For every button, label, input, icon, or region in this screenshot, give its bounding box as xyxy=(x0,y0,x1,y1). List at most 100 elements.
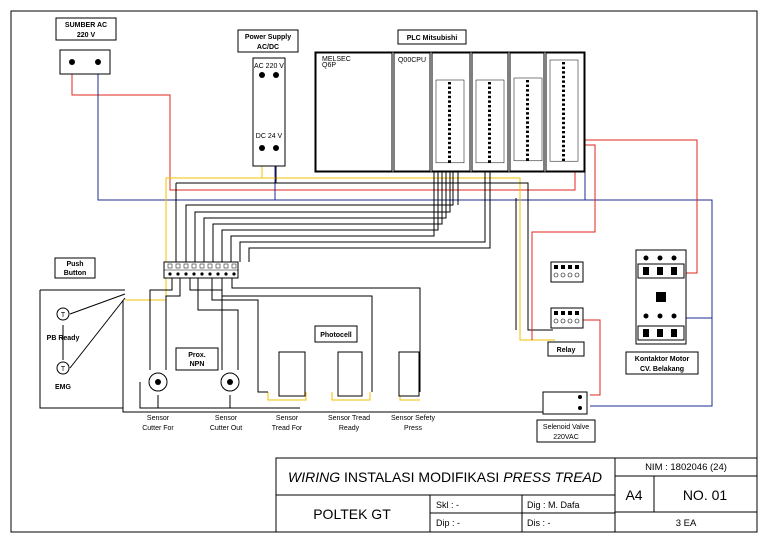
plc-terminal-pin xyxy=(526,93,529,97)
title-italic-2: PRESS TREAD xyxy=(503,469,602,485)
ps-ac-pin-1 xyxy=(259,72,265,78)
plc-terminal-pin xyxy=(562,85,565,88)
prox-sensor-cutter-out-core xyxy=(227,379,233,385)
kontaktor-bottom-pin xyxy=(657,329,663,337)
plc-terminal-pin xyxy=(488,82,491,85)
emg-button[interactable] xyxy=(56,361,70,375)
plc-terminal-pin xyxy=(526,149,529,152)
wire-plc-in-3 xyxy=(203,128,447,262)
sensor-safety-label-2: Press xyxy=(404,425,422,432)
plc-terminal-pin xyxy=(488,91,491,94)
relay-screw xyxy=(553,318,559,324)
plc-terminal-pin xyxy=(488,151,491,154)
kontaktor-top-pin xyxy=(671,267,677,275)
plc-io-terminals xyxy=(435,59,579,164)
plc-terminal-pin xyxy=(448,100,451,103)
sumber-ac-label-box xyxy=(55,17,117,41)
plc-terminal-pin xyxy=(448,141,451,145)
sumber-ac-pin-l xyxy=(69,59,75,65)
kontaktor-bottom-pin xyxy=(671,329,677,337)
selenoid-pin-1 xyxy=(578,395,582,399)
push-button-label: Push xyxy=(66,261,83,268)
sensor-cutter-out-label-2: Cutter Out xyxy=(210,425,242,432)
relay-screw xyxy=(560,272,566,278)
plc-terminal-pin xyxy=(488,118,491,122)
selenoid-label: Selenoid Valve xyxy=(543,424,589,431)
plc-terminal-pin xyxy=(562,112,565,115)
plc-terminal-pin xyxy=(448,132,451,135)
relay-screw xyxy=(560,318,566,324)
plc-terminal-pin xyxy=(526,130,529,133)
wire-plc-in-6 xyxy=(230,140,435,262)
relay-pin xyxy=(575,265,579,269)
plc-terminal-pin xyxy=(562,66,565,69)
kontaktor-bottom-pin xyxy=(643,329,649,337)
terminal-pin xyxy=(183,263,189,269)
plc-terminal-pin xyxy=(448,82,451,85)
plc-terminal-pin xyxy=(526,135,529,138)
relay-pin xyxy=(575,311,579,315)
plc-terminal-pin xyxy=(526,153,529,156)
wire-plc-in-5 xyxy=(221,136,439,262)
kontaktor: Kontaktor Motor CV. Belakang xyxy=(625,249,699,375)
plc-terminal-pin xyxy=(448,91,451,94)
ps-dc-label: DC 24 V xyxy=(256,133,283,140)
terminal-pin xyxy=(175,263,181,269)
kontaktor-pins xyxy=(643,255,677,337)
kontaktor-bottom-screw xyxy=(671,313,677,319)
power-supply-label: Power Supply xyxy=(245,34,291,41)
wire-tb-cutter-for xyxy=(149,278,173,370)
plc-terminal-strip xyxy=(475,79,505,164)
ps-dc-pin-1 xyxy=(259,145,265,151)
wire-pb-ready-2 xyxy=(69,293,126,315)
photocell-safety xyxy=(398,351,420,397)
plc-terminal-pin xyxy=(488,141,491,145)
wire-24v-yellow xyxy=(165,158,263,262)
plc-terminal-pin xyxy=(562,144,565,148)
kontaktor-coil xyxy=(656,292,666,302)
power-supply-type: AC/DC xyxy=(257,44,279,51)
melsec-sub: Q6P xyxy=(322,62,336,69)
relay-screw xyxy=(567,318,573,324)
plc-terminal-pin xyxy=(562,149,565,152)
plc-terminal-pin xyxy=(526,80,529,83)
org-text: POLTEK GT xyxy=(313,506,391,522)
power-supply-label-box xyxy=(237,29,299,53)
relay-label-box xyxy=(547,341,585,357)
terminal-pin xyxy=(231,263,237,269)
class-text: 3 EA xyxy=(676,518,697,529)
kontaktor-label-2: CV. Belakang xyxy=(640,366,684,373)
plc-terminal-pin xyxy=(562,140,565,143)
plc-terminal-pin xyxy=(526,112,529,115)
plc-terminal-pin xyxy=(448,123,451,126)
plc-terminal-pin xyxy=(488,160,491,163)
prox-sensor-cutter-for-core xyxy=(155,379,161,385)
sensor-cutter-for-label: Sensor xyxy=(147,415,170,422)
sensor-cutter-out-label: Sensor xyxy=(215,415,238,422)
kontaktor-top-pin xyxy=(643,267,649,275)
plc-terminal-pin xyxy=(562,71,565,74)
ps-ac-pin-2 xyxy=(273,72,279,78)
wire-tb-cutter-out xyxy=(189,278,223,370)
kontaktor-top-screw xyxy=(657,255,663,261)
pb-ready-button[interactable] xyxy=(56,307,70,321)
push-button-label-2: Button xyxy=(64,270,87,277)
wire-ac-red xyxy=(71,66,576,191)
wire-24v-yellow-sensors-2 xyxy=(331,392,371,401)
ps-ac-label: AC 220 V xyxy=(254,63,284,70)
plc-terminal-pin xyxy=(488,123,491,126)
title-mid: INSTALASI MODIFIKASI xyxy=(340,469,503,485)
photocell-tread-ready xyxy=(337,351,363,397)
prox-sensors: Prox. NPN Sensor Cutter For Sensor Cutte… xyxy=(142,347,242,432)
plc-terminal-pin xyxy=(526,121,529,124)
plc-terminal-pin xyxy=(488,128,491,131)
plc-terminal-pin xyxy=(448,86,451,89)
plc-label: PLC Mitsubishi xyxy=(407,35,458,42)
plc-terminal-pin xyxy=(488,100,491,103)
terminal-screw xyxy=(200,272,204,276)
sumber-ac-voltage: 220 V xyxy=(77,32,96,39)
terminal-screw xyxy=(176,272,180,276)
relay-label: Relay xyxy=(557,347,576,354)
power-supply: Power Supply AC/DC AC 220 V DC 24 V xyxy=(237,29,299,167)
photocell-tread-for xyxy=(278,351,306,397)
